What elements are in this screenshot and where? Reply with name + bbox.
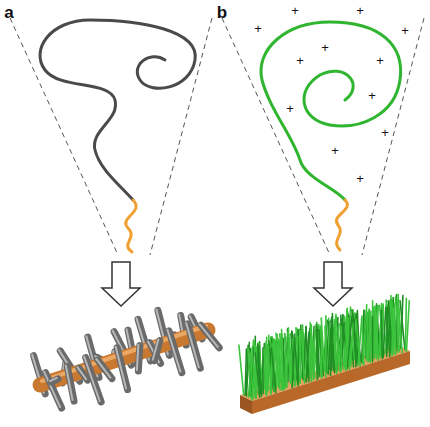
rod-highlight xyxy=(199,324,217,347)
bristle xyxy=(381,310,382,358)
bristle xyxy=(316,329,318,380)
cone-edge xyxy=(222,18,330,255)
bristle xyxy=(362,318,364,365)
down-arrow xyxy=(314,262,352,306)
rod-highlight xyxy=(50,378,57,381)
bristle xyxy=(306,332,309,382)
bristle xyxy=(306,337,309,381)
bristle xyxy=(301,331,304,383)
down-arrow xyxy=(102,262,140,306)
side-chain-rod xyxy=(117,348,127,390)
rod-highlight xyxy=(96,359,110,378)
panel-letter: a xyxy=(4,4,13,21)
bottlebrush-assembly xyxy=(32,309,219,408)
bristle xyxy=(356,319,360,366)
bristle xyxy=(340,327,342,371)
charge-sign: + xyxy=(330,144,340,157)
bristle xyxy=(311,336,313,381)
bristle xyxy=(331,325,332,376)
neutral-chain xyxy=(40,20,195,200)
charge-sign: + xyxy=(355,172,365,185)
charge-sign: + xyxy=(375,54,385,67)
bristle xyxy=(335,323,340,371)
bristle xyxy=(239,345,244,395)
rod-highlight xyxy=(137,345,139,370)
rod-highlight xyxy=(153,340,159,360)
rod-highlight xyxy=(167,330,180,372)
brush-assembly xyxy=(239,294,410,414)
charge-sign: + xyxy=(400,24,410,37)
charge-sign: + xyxy=(290,4,300,17)
bristle xyxy=(399,308,402,353)
slab-end xyxy=(240,395,252,414)
bristle xyxy=(271,348,275,393)
cone-edge xyxy=(362,18,424,255)
panel-letter: b xyxy=(217,4,227,21)
rod-highlight xyxy=(116,347,126,389)
slab-front xyxy=(252,351,410,414)
bristle xyxy=(383,307,385,357)
bristle xyxy=(299,331,301,384)
cone-edge xyxy=(150,18,212,255)
bristle xyxy=(392,308,393,356)
bristle xyxy=(324,326,326,377)
bristle xyxy=(281,344,284,390)
bristle xyxy=(255,353,260,397)
bristle xyxy=(368,311,370,361)
side-chain-rod xyxy=(188,324,201,368)
bristle xyxy=(349,323,353,370)
rod-highlight xyxy=(66,366,73,401)
bristle xyxy=(394,304,395,355)
charge-sign: + xyxy=(355,4,365,17)
bristle xyxy=(346,318,349,371)
rod-highlight xyxy=(186,323,199,367)
bristle xyxy=(354,319,356,367)
charge-sign: + xyxy=(295,54,305,67)
charged-chain xyxy=(261,22,401,200)
bristle xyxy=(313,333,314,379)
bristle xyxy=(264,349,267,395)
bristle xyxy=(369,311,371,362)
bristle xyxy=(294,335,298,386)
cone-outline xyxy=(10,18,424,255)
rod-highlight xyxy=(44,372,60,407)
bristle xyxy=(321,331,323,378)
side-chain-rod xyxy=(67,367,74,402)
anchor-block xyxy=(126,200,136,252)
bristle xyxy=(386,309,389,357)
side-chain-rod xyxy=(169,331,182,373)
bristle xyxy=(406,301,409,352)
anchor-block xyxy=(336,200,347,250)
cone-edge xyxy=(10,18,118,255)
charge-sign: + xyxy=(253,22,263,35)
bristle xyxy=(289,338,292,384)
charge-sign: + xyxy=(380,126,390,139)
bristle xyxy=(285,335,287,387)
rod-highlight xyxy=(77,367,86,379)
charge-sign: + xyxy=(285,102,295,115)
charge-sign: + xyxy=(320,41,330,54)
bristle xyxy=(372,316,374,361)
charge-sign: + xyxy=(367,89,377,102)
